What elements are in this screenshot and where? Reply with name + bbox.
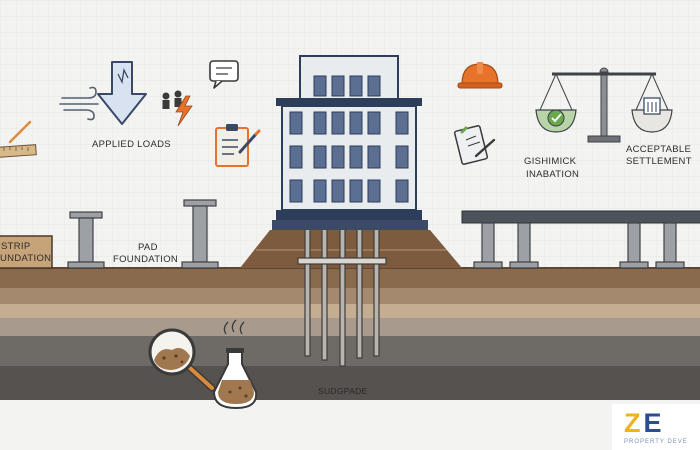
pile-cap xyxy=(297,257,387,265)
clipboard-icon xyxy=(215,124,261,167)
flask-icon xyxy=(213,319,258,409)
pile-group xyxy=(304,227,380,367)
subgrade-label: SUDGPADE xyxy=(318,386,368,396)
hard-hat-icon xyxy=(457,62,503,89)
pad-foundation-label-line2: FOUNDATION xyxy=(113,254,179,265)
geotechnical-label-line1: GISHIMICK xyxy=(524,156,577,167)
bridge-structure xyxy=(461,210,700,269)
document-pen-icon xyxy=(453,125,496,165)
logo-mark-e: E xyxy=(643,408,665,438)
logo-mark-z: Z xyxy=(624,408,644,438)
applied-loads-label: APPLIED LOADS xyxy=(92,139,171,150)
logo-tagline: PROPERTY DEVE xyxy=(624,439,688,445)
acceptable-settlement-label-line2: SETTLEMENT xyxy=(626,156,692,167)
lightning-icon xyxy=(162,90,193,127)
strip-foundation xyxy=(0,235,53,269)
acceptable-settlement-label-line1: ACCEPTABLE xyxy=(626,144,692,155)
soil-layers xyxy=(0,267,700,450)
down-arrow-icon xyxy=(97,61,147,125)
logo-mark: ZE xyxy=(624,408,665,438)
pad-foundation-columns xyxy=(67,199,219,269)
tower-building xyxy=(272,55,428,230)
balance-scale-icon xyxy=(535,67,673,143)
magnifier-icon xyxy=(148,328,216,392)
brand-logo: ZE PROPERTY DEVE xyxy=(612,404,700,450)
geotechnical-label-line2: INABATION xyxy=(526,169,580,180)
wind-icon xyxy=(59,86,99,121)
strip-foundation-label-line2: UNDATION xyxy=(0,253,52,264)
strip-foundation-label-line1: STRIP xyxy=(1,241,31,252)
chat-bubble-icon xyxy=(209,60,239,89)
ruler-icon xyxy=(0,120,37,158)
pad-foundation-label-line1: PAD xyxy=(138,242,158,253)
